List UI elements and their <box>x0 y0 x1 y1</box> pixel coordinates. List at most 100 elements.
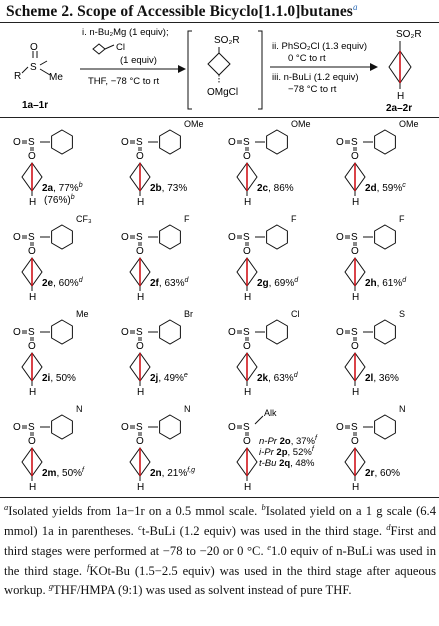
atom-s: S <box>28 327 35 338</box>
step-2-3-conditions: ii. PhSO₂Cl (1.3 equiv) 0 °C to rt iii. … <box>270 41 378 95</box>
atom-o: O <box>28 246 36 257</box>
product: SO₂R H 2a–2r <box>386 29 422 114</box>
atom-o: O <box>228 327 236 338</box>
atom-s: S <box>28 137 35 148</box>
svg-text:OMgCl: OMgCl <box>207 87 238 98</box>
svg-text:2i, 50%: 2i, 50% <box>42 373 76 384</box>
atom-h: H <box>29 197 36 208</box>
atom-o: O <box>136 246 144 257</box>
svg-text:2g, 69%d: 2g, 69%d <box>257 277 299 289</box>
atom-o: O <box>13 327 21 338</box>
atom-s: S <box>351 327 358 338</box>
footnotes: aIsolated yields from 1a−1r on a 0.5 mmo… <box>4 500 436 599</box>
atom-o: O <box>121 232 129 243</box>
atom-h: H <box>244 482 251 493</box>
substituent: N <box>399 404 406 414</box>
svg-text:(76%)b: (76%)b <box>44 194 75 206</box>
atom-o: O <box>28 151 36 162</box>
substituent: N <box>184 404 191 414</box>
atom-o: O <box>351 151 359 162</box>
product-label: 2a–2r <box>386 103 412 114</box>
svg-text:2c, 86%: 2c, 86% <box>257 183 294 194</box>
svg-text:H: H <box>397 91 404 102</box>
atom-s: S <box>243 137 250 148</box>
top-rule <box>0 22 439 23</box>
alk-label: Alk <box>264 408 277 418</box>
atom-o: O <box>121 137 129 148</box>
svg-text:SO₂R: SO₂R <box>214 35 240 46</box>
substituent: S <box>399 309 405 319</box>
svg-text:2e, 60%d: 2e, 60%d <box>42 277 84 289</box>
svg-text:0 °C to rt: 0 °C to rt <box>288 53 326 64</box>
atom-h: H <box>137 197 144 208</box>
bottom-rule <box>0 497 439 498</box>
scheme-title: Scheme 2. Scope of Accessible Bicyclo[1.… <box>6 2 358 21</box>
svg-text:SO₂R: SO₂R <box>396 29 422 40</box>
atom-o: O <box>30 42 38 53</box>
substituent: N <box>76 404 83 414</box>
atom-o: O <box>351 436 359 447</box>
atom-o: O <box>121 327 129 338</box>
alk-row: n-Pr 2o, 37%f <box>259 435 318 447</box>
atom-h: H <box>352 482 359 493</box>
footnote-b: bIsolated yield on a 1 g scale (6.4 mmol… <box>4 502 436 538</box>
atom-h: H <box>244 292 251 303</box>
atom-h: H <box>352 292 359 303</box>
svg-text:2d, 59%c: 2d, 59%c <box>365 182 406 194</box>
step-1-conditions: i. n-Bu₂Mg (1 equiv); Cl (1 equiv) THF, … <box>80 27 186 87</box>
atom-o: O <box>136 341 144 352</box>
atom-s: S <box>136 232 143 243</box>
atom-o: O <box>336 422 344 433</box>
substituent: OMe <box>184 119 204 129</box>
atom-r: R <box>14 71 21 82</box>
atom-o: O <box>136 436 144 447</box>
substituent: Cl <box>291 309 300 319</box>
atom-h: H <box>244 197 251 208</box>
atom-o: O <box>28 341 36 352</box>
atom-o: O <box>336 232 344 243</box>
substituent: CF₃ <box>76 214 92 224</box>
atom-o: O <box>336 327 344 338</box>
atom-s: S <box>351 422 358 433</box>
svg-text:−78 °C to rt: −78 °C to rt <box>288 84 337 95</box>
svg-text:THF, −78 °C to rt: THF, −78 °C to rt <box>88 76 159 87</box>
svg-text:i. n-Bu₂Mg (1 equiv);: i. n-Bu₂Mg (1 equiv); <box>82 27 169 38</box>
svg-text:2h, 61%d: 2h, 61%d <box>365 277 407 289</box>
atom-h: H <box>29 482 36 493</box>
footnote-c: ct-BuLi (1.2 equiv) was used in the thir… <box>138 521 383 538</box>
substituent: F <box>184 214 190 224</box>
atom-o: O <box>243 151 251 162</box>
atom-h: H <box>352 387 359 398</box>
atom-h: H <box>137 482 144 493</box>
svg-text:2a, 77%b: 2a, 77%b <box>42 182 83 194</box>
substituent: Me <box>76 309 89 319</box>
svg-text:2b, 73%: 2b, 73% <box>150 183 187 194</box>
alk-row: t-Bu 2q, 48% <box>259 458 315 469</box>
substituent: OMe <box>291 119 311 129</box>
atom-o: O <box>351 246 359 257</box>
atom-s: S <box>136 137 143 148</box>
atom-o: O <box>243 246 251 257</box>
atom-s: S <box>243 422 250 433</box>
svg-text:iii. n-BuLi (1.2 equiv): iii. n-BuLi (1.2 equiv) <box>272 72 359 83</box>
atom-o: O <box>228 232 236 243</box>
intermediate: SO₂R OMgCl <box>187 30 263 110</box>
atom-h: H <box>137 292 144 303</box>
atom-h: H <box>352 197 359 208</box>
substituent: F <box>399 214 405 224</box>
sm-label: 1a–1r <box>22 100 48 111</box>
svg-text:2j, 49%e: 2j, 49%e <box>150 372 188 384</box>
atom-o: O <box>243 436 251 447</box>
footnote-d: dFirst and third stages were performed a… <box>4 521 437 558</box>
footnote-e: e1.0 equiv of n-BuLi was used in the thi… <box>4 541 436 578</box>
